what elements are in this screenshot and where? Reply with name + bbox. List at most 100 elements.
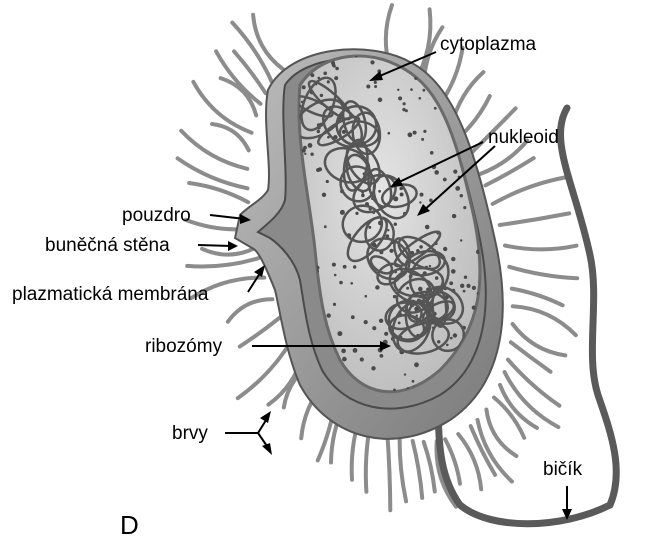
ribosome	[472, 72, 476, 76]
ribosome	[340, 210, 345, 215]
ribosome	[320, 94, 323, 97]
ribosome	[365, 295, 368, 298]
ribosome	[413, 131, 417, 135]
ribosome	[398, 96, 402, 100]
ribosome	[468, 116, 472, 120]
ribosome	[435, 276, 439, 280]
ribosome	[378, 98, 383, 103]
ribosome	[402, 108, 405, 111]
ribosome	[304, 153, 306, 155]
ribosome	[434, 107, 437, 110]
ribosome	[326, 180, 329, 183]
ribosome	[343, 265, 346, 268]
ribosome	[374, 81, 377, 84]
ribosome	[485, 124, 487, 126]
ribosome	[353, 265, 356, 268]
ribosome	[404, 373, 406, 375]
pilus	[505, 246, 576, 250]
pilus	[509, 267, 577, 279]
ribosome	[339, 281, 343, 285]
pilus	[424, 442, 435, 492]
ribosome	[457, 92, 460, 95]
ribosome	[472, 286, 476, 290]
label-plazmaticka-membrana: plazmatická membrána	[12, 285, 208, 304]
ribosome	[406, 287, 409, 290]
pilus	[228, 299, 273, 322]
arrow-bunecna-stena	[198, 245, 232, 246]
ribosome	[488, 67, 491, 70]
ribosome	[419, 245, 423, 249]
ribosome	[308, 143, 313, 148]
ribosome	[460, 239, 462, 241]
pilus	[512, 289, 563, 306]
ribosome	[334, 274, 337, 277]
pilus	[387, 434, 390, 511]
ribosome	[464, 276, 467, 279]
ribosome	[418, 287, 423, 292]
ribosome	[437, 340, 440, 343]
ribosome	[379, 319, 383, 323]
ribosome	[398, 322, 401, 325]
ribosome	[451, 269, 456, 274]
ribosome	[335, 67, 339, 71]
ribosome	[419, 97, 422, 100]
label-bicik: bičík	[543, 460, 582, 479]
ribosome	[331, 61, 335, 65]
ribosome	[296, 396, 299, 399]
ribosome	[480, 62, 484, 66]
pilus	[240, 317, 280, 346]
ribosome	[302, 85, 306, 89]
ribosome	[303, 146, 307, 150]
label-brvy: brvy	[172, 424, 208, 443]
ribosome	[480, 79, 483, 82]
ribosome	[419, 201, 421, 203]
pilus	[253, 15, 283, 70]
ribosome	[317, 130, 320, 133]
ribosome	[414, 362, 419, 367]
ribosome	[389, 249, 393, 253]
ribosome	[450, 337, 453, 340]
ribosome	[484, 177, 487, 180]
ribosome	[333, 303, 336, 306]
pilus	[493, 177, 566, 204]
ribosome	[466, 284, 470, 288]
ribosome	[351, 315, 355, 319]
ribosome	[400, 193, 404, 197]
ribosome	[334, 76, 338, 80]
ribosome	[455, 186, 460, 191]
ribosome	[316, 168, 320, 172]
ribosome	[341, 349, 346, 354]
ribosome	[342, 357, 347, 362]
ribosome	[449, 281, 453, 285]
pilus	[413, 441, 423, 498]
ribosome	[393, 389, 396, 392]
ribosome	[420, 193, 424, 197]
label-ribozomy: ribozómy	[145, 337, 222, 356]
ribosome	[371, 366, 375, 370]
ribosome	[470, 137, 474, 141]
ribosome	[460, 194, 463, 197]
ribosome	[372, 326, 376, 330]
panel-letter: D	[120, 512, 139, 538]
ribosome	[423, 89, 426, 92]
ribosome	[350, 282, 353, 285]
ribosome	[469, 113, 472, 116]
ribosome	[311, 73, 315, 77]
ribosome	[327, 80, 330, 83]
ribosome	[463, 290, 466, 293]
ribosome	[452, 214, 456, 218]
ribosome	[434, 170, 439, 175]
ribosome	[462, 116, 465, 119]
ribosome	[467, 109, 470, 112]
ribosome	[375, 285, 379, 289]
pilus	[500, 213, 570, 225]
ribosome	[364, 320, 368, 324]
pilus	[400, 438, 407, 501]
ribosome	[443, 178, 447, 182]
ribosome	[403, 102, 406, 105]
ribosome	[472, 306, 476, 310]
pilus	[485, 158, 533, 185]
ribosome	[353, 348, 358, 353]
ribosome	[453, 333, 457, 337]
